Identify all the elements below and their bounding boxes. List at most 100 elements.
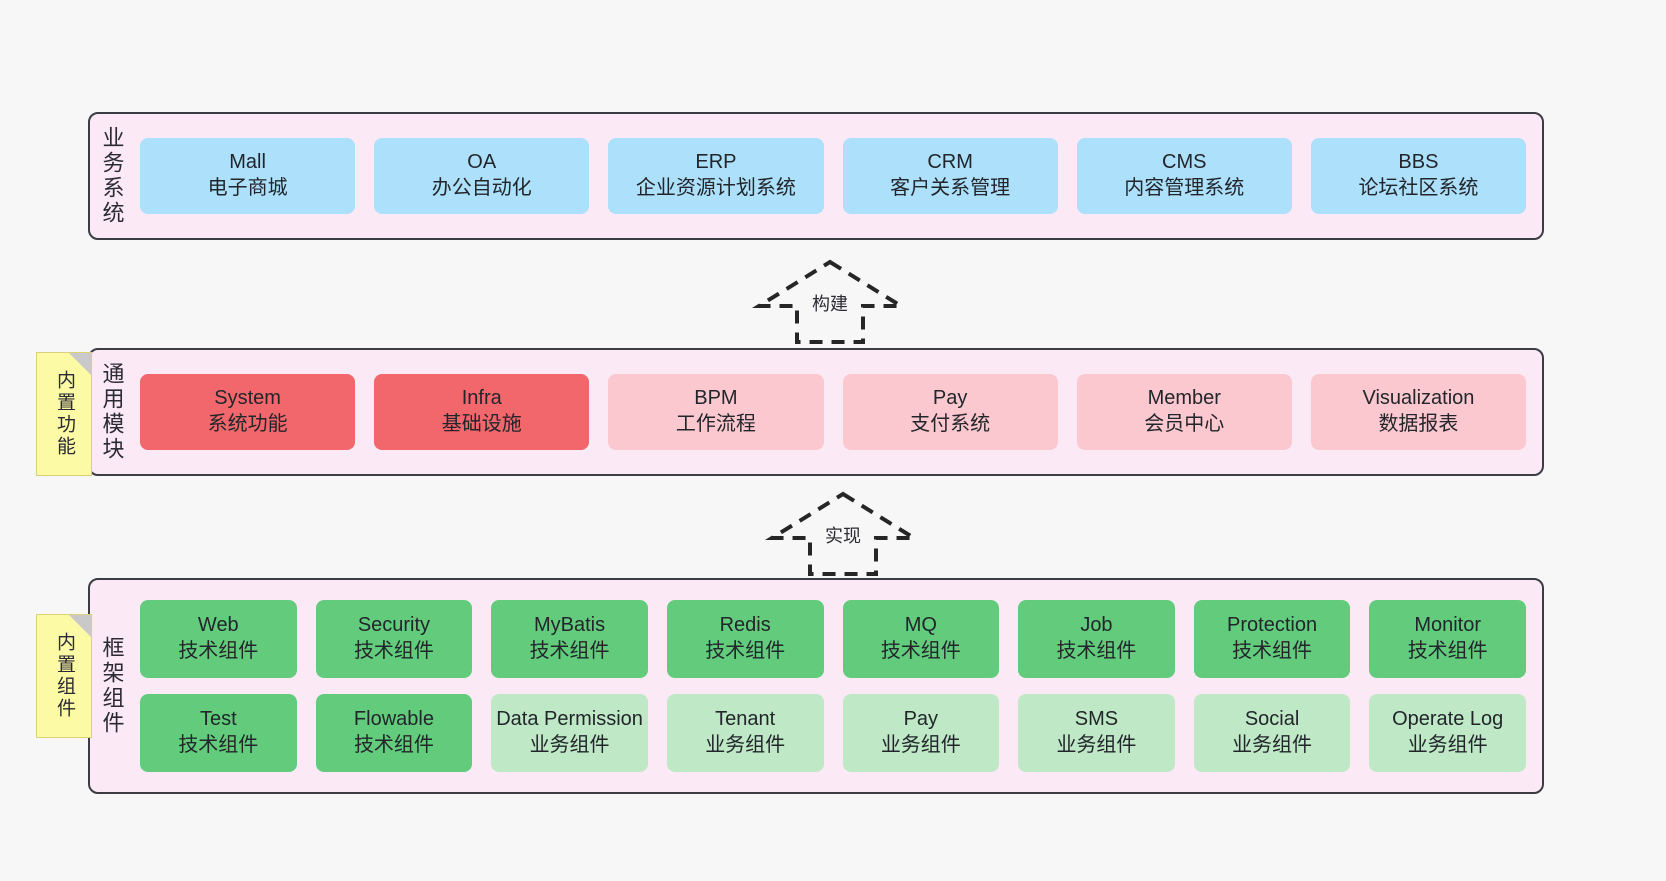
cell-subtitle: 客户关系管理 (890, 177, 1011, 199)
cell-title: Test (199, 708, 237, 731)
arrow-build: 构建 (751, 258, 909, 344)
cell-title: Pay (903, 708, 939, 731)
cell-subtitle: 技术组件 (353, 640, 434, 662)
cell-sms[interactable]: SMS 业务组件 (1018, 694, 1175, 772)
layer-body-framework: Web 技术组件 Security 技术组件 MyBatis 技术组件 Redi… (134, 580, 1542, 792)
cell-subtitle: 业务组件 (1056, 734, 1137, 756)
cell-mq[interactable]: MQ 技术组件 (842, 600, 1000, 678)
cell-crm[interactable]: CRM 客户关系管理 (842, 138, 1058, 214)
cell-mall[interactable]: Mall 电子商城 (140, 138, 356, 214)
cell-subtitle: 业务组件 (1407, 734, 1488, 756)
cell-subtitle: 系统功能 (207, 413, 288, 435)
cell-cms[interactable]: CMS 内容管理系统 (1076, 138, 1292, 214)
cell-subtitle: 会员中心 (1144, 413, 1225, 435)
cell-oa[interactable]: OA 办公自动化 (374, 138, 590, 214)
row: System 系统功能 Infra 基础设施 BPM 工作流程 Pay 支付系统… (140, 374, 1527, 450)
cell-title: Member (1147, 387, 1221, 410)
arrow-implement-label: 实现 (825, 526, 861, 546)
arrow-implement: 实现 (764, 490, 922, 576)
cell-title: Social (1244, 708, 1300, 731)
cell-security[interactable]: Security 技术组件 (315, 600, 473, 678)
cell-web[interactable]: Web 技术组件 (140, 600, 297, 678)
cell-subtitle: 基础设施 (441, 413, 522, 435)
cell-erp[interactable]: ERP 企业资源计划系统 (608, 138, 824, 214)
note-label: 内置功能 (53, 370, 75, 458)
cell-subtitle: 技术组件 (178, 734, 259, 756)
cell-title: ERP (695, 151, 737, 174)
cell-title: Web (197, 614, 239, 637)
cell-subtitle: 业务组件 (705, 734, 786, 756)
cell-subtitle: 支付系统 (910, 413, 991, 435)
cell-subtitle: 企业资源计划系统 (635, 177, 796, 199)
layer-body-business: Mall 电子商城 OA 办公自动化 ERP 企业资源计划系统 CRM 客户关系… (134, 114, 1542, 238)
arrow-implement-shape (764, 491, 922, 576)
cell-title: Protection (1227, 614, 1318, 637)
cell-title: MQ (904, 614, 937, 637)
cell-title: Mall (229, 151, 266, 174)
note-label: 内置组件 (53, 632, 75, 720)
cell-subtitle: 技术组件 (178, 640, 259, 662)
cell-title: Pay (932, 387, 968, 410)
cell-title: OA (467, 151, 497, 174)
cell-title: MyBatis (534, 614, 606, 637)
row: Web 技术组件 Security 技术组件 MyBatis 技术组件 Redi… (140, 600, 1526, 678)
cell-pay-module[interactable]: Pay 支付系统 (842, 374, 1058, 450)
cell-title: BPM (694, 387, 738, 410)
cell-title: Security (357, 614, 431, 637)
cell-member[interactable]: Member 会员中心 (1076, 374, 1292, 450)
note-builtin-functions: 内置功能 (36, 352, 92, 476)
layer-title-modules: 通用模块 (99, 362, 125, 462)
note-fold-icon (69, 353, 91, 375)
cell-system[interactable]: System 系统功能 (140, 374, 356, 450)
cell-redis[interactable]: Redis 技术组件 (666, 600, 824, 678)
cell-title: Flowable (353, 708, 434, 731)
note-fold-icon (69, 615, 91, 637)
cell-bbs[interactable]: BBS 论坛社区系统 (1310, 138, 1527, 214)
cell-title: Monitor (1414, 614, 1482, 637)
cell-subtitle: 技术组件 (1056, 640, 1137, 662)
cell-operate-log[interactable]: Operate Log 业务组件 (1369, 694, 1526, 772)
cell-protection[interactable]: Protection 技术组件 (1193, 600, 1351, 678)
cell-monitor[interactable]: Monitor 技术组件 (1369, 600, 1526, 678)
layer-body-modules: System 系统功能 Infra 基础设施 BPM 工作流程 Pay 支付系统… (134, 350, 1542, 474)
cell-title: Redis (719, 614, 771, 637)
cell-social[interactable]: Social 业务组件 (1193, 694, 1351, 772)
cell-subtitle: 技术组件 (880, 640, 961, 662)
cell-subtitle: 办公自动化 (431, 177, 532, 199)
cell-subtitle: 论坛社区系统 (1358, 177, 1479, 199)
cell-visualization[interactable]: Visualization 数据报表 (1310, 374, 1527, 450)
cell-title: CRM (927, 151, 973, 174)
cell-test[interactable]: Test 技术组件 (140, 694, 297, 772)
cell-subtitle: 技术组件 (1407, 640, 1488, 662)
arrow-build-label: 构建 (812, 294, 848, 314)
cell-subtitle: 技术组件 (529, 640, 610, 662)
cell-subtitle: 数据报表 (1378, 413, 1459, 435)
cell-title: Operate Log (1392, 708, 1504, 731)
cell-subtitle: 技术组件 (353, 734, 434, 756)
cell-infra[interactable]: Infra 基础设施 (374, 374, 590, 450)
cell-subtitle: 技术组件 (1232, 640, 1313, 662)
cell-subtitle: 工作流程 (675, 413, 756, 435)
cell-flowable[interactable]: Flowable 技术组件 (315, 694, 473, 772)
cell-title: System (214, 387, 281, 410)
cell-title: CMS (1162, 151, 1207, 174)
cell-job[interactable]: Job 技术组件 (1018, 600, 1175, 678)
cell-title: Job (1080, 614, 1113, 637)
cell-title: Data Permission (496, 708, 643, 731)
layer-framework-components: 框架组件 Web 技术组件 Security 技术组件 MyBatis 技术组件… (88, 578, 1544, 794)
cell-title: SMS (1074, 708, 1119, 731)
note-builtin-components: 内置组件 (36, 614, 92, 738)
layer-common-modules: 通用模块 System 系统功能 Infra 基础设施 BPM 工作流程 Pay… (88, 348, 1544, 476)
cell-data-permission[interactable]: Data Permission 业务组件 (491, 694, 648, 772)
cell-bpm[interactable]: BPM 工作流程 (608, 374, 824, 450)
cell-subtitle: 业务组件 (880, 734, 961, 756)
cell-subtitle: 内容管理系统 (1124, 177, 1245, 199)
cell-pay-component[interactable]: Pay 业务组件 (842, 694, 1000, 772)
row: Test 技术组件 Flowable 技术组件 Data Permission … (140, 694, 1526, 772)
row: Mall 电子商城 OA 办公自动化 ERP 企业资源计划系统 CRM 客户关系… (140, 138, 1527, 214)
cell-mybatis[interactable]: MyBatis 技术组件 (491, 600, 648, 678)
cell-title: Visualization (1362, 387, 1475, 410)
cell-subtitle: 业务组件 (1232, 734, 1313, 756)
cell-tenant[interactable]: Tenant 业务组件 (666, 694, 824, 772)
